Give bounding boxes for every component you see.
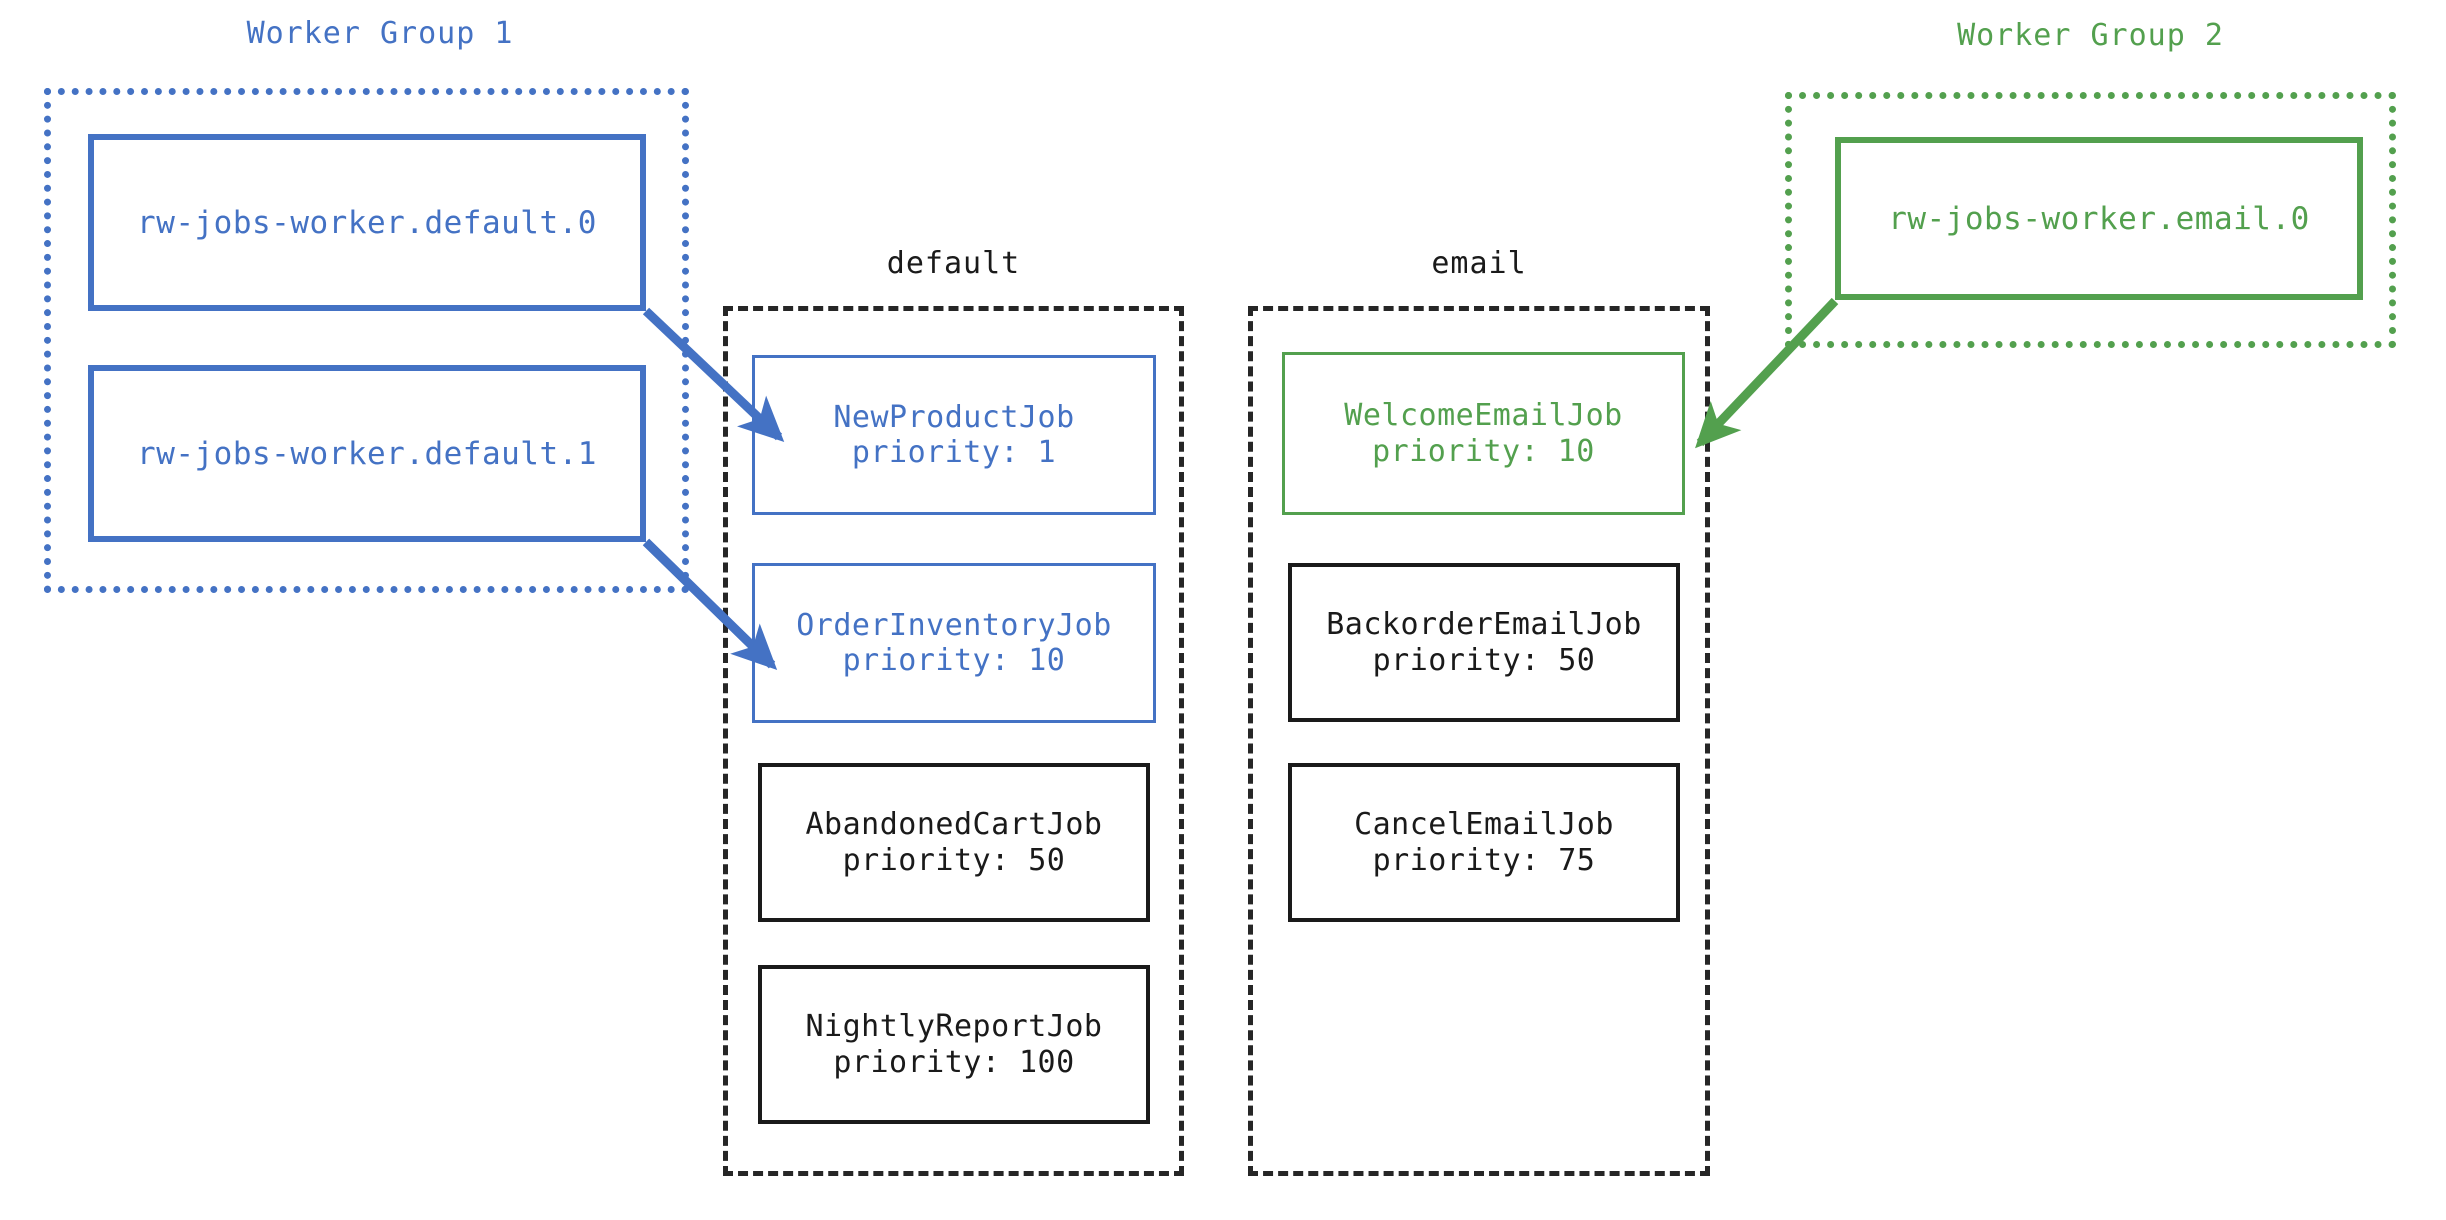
job-name: OrderInventoryJob (796, 607, 1112, 643)
job-card-newproductjob[interactable]: NewProductJob priority: 1 (752, 355, 1156, 515)
job-name: CancelEmailJob (1354, 807, 1614, 843)
job-name: AbandonedCartJob (805, 807, 1103, 843)
job-priority: priority: 100 (833, 1044, 1075, 1080)
job-card-abandonedcartjob[interactable]: AbandonedCartJob priority: 50 (758, 763, 1150, 922)
job-priority: priority: 75 (1372, 842, 1596, 878)
queue-default-container (723, 306, 1184, 1176)
worker-node-label: rw-jobs-worker.default.1 (137, 435, 597, 472)
job-name: BackorderEmailJob (1326, 607, 1642, 643)
job-priority: priority: 50 (842, 842, 1066, 878)
job-name: NightlyReportJob (805, 1009, 1103, 1045)
job-card-backorderemailjob[interactable]: BackorderEmailJob priority: 50 (1288, 563, 1680, 722)
worker-group-1-title: Worker Group 1 (246, 16, 514, 51)
worker-node-label: rw-jobs-worker.email.0 (1888, 200, 2310, 237)
job-card-orderinventoryjob[interactable]: OrderInventoryJob priority: 10 (752, 563, 1156, 723)
worker-group-2-container (1785, 92, 2396, 348)
job-card-nightlyreportjob[interactable]: NightlyReportJob priority: 100 (758, 965, 1150, 1124)
job-priority: priority: 10 (842, 643, 1066, 678)
queue-default-title: default (886, 246, 1021, 281)
worker-group-2-title: Worker Group 2 (1957, 18, 2224, 53)
job-card-cancelemailjob[interactable]: CancelEmailJob priority: 75 (1288, 763, 1680, 922)
worker-node-label: rw-jobs-worker.default.0 (137, 204, 597, 241)
job-priority: priority: 10 (1372, 433, 1595, 469)
job-priority: priority: 1 (851, 435, 1057, 470)
job-name: WelcomeEmailJob (1344, 398, 1623, 434)
job-card-welcomeemailjob[interactable]: WelcomeEmailJob priority: 10 (1282, 352, 1685, 515)
job-priority: priority: 50 (1372, 642, 1596, 678)
worker-node-rw-jobs-worker-default-1[interactable]: rw-jobs-worker.default.1 (88, 365, 646, 542)
worker-node-rw-jobs-worker-default-0[interactable]: rw-jobs-worker.default.0 (88, 134, 646, 311)
job-name: NewProductJob (833, 399, 1075, 435)
queue-email-title: email (1431, 246, 1527, 281)
worker-node-rw-jobs-worker-email-0[interactable]: rw-jobs-worker.email.0 (1835, 137, 2363, 300)
queue-email-container (1248, 306, 1710, 1176)
